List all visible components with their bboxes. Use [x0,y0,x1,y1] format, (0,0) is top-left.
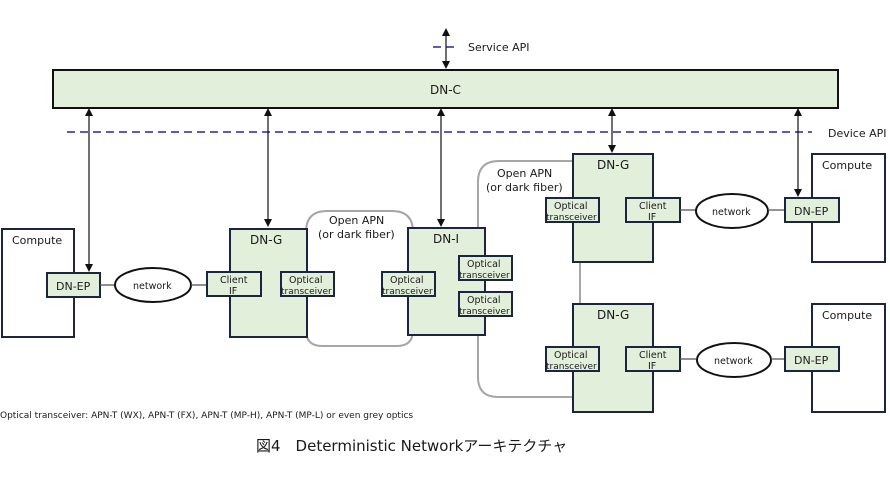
client-if-box-left [206,271,262,297]
open-apn-line2-right: (or dark fiber) [486,181,563,194]
optical-line2-dn-g-left: transceiver [281,287,332,297]
network-label-right-top: network [712,207,751,218]
optical-box-dn-g-right-bottom [545,346,600,372]
dn-g-label-left: DN-G [250,233,282,247]
optical-box-dn-g-left [280,271,335,297]
optical-box-dn-g-right-top [545,197,600,223]
dn-ep-label-right-bottom: DN-EP [794,354,829,367]
dn-ep-label-left: DN-EP [56,280,91,293]
client-if-line2-left: IF [229,286,237,297]
dn-ep-box-right-top [784,197,840,223]
open-apn-line1-left: Open APN [329,214,384,227]
compute-label-right-bottom: Compute [822,309,872,322]
open-apn-line2-left: (or dark fiber) [318,228,395,241]
dn-c-controller-box [52,69,839,109]
client-if-line1-right-bottom: Client [639,350,667,361]
optical-line1-dn-i-right-bottom: Optical [467,295,501,306]
client-if-line2-right-top: IF [648,212,656,223]
open-apn-line1-right: Open APN [497,167,552,180]
client-if-line1-right-top: Client [639,201,667,212]
optical-line2-dn-i-right-top: transceiver [459,271,510,281]
network-ellipse-right-bottom [696,342,772,378]
client-if-line1-left: Client [220,275,248,286]
network-ellipse-right-top [695,193,769,229]
optical-line2-dn-i-left: transceiver [382,287,433,297]
dn-c-label: DN-C [430,83,461,97]
figure-caption: 図4 Deterministic Networkアーキテクチャ [256,437,567,455]
network-label-left: network [133,281,172,292]
optical-box-dn-i-left [381,271,436,297]
optical-line1-dn-i-left: Optical [390,275,424,286]
optical-line1-dn-g-right-bottom: Optical [554,350,588,361]
open-apn-right-fiber [477,160,573,398]
optical-line2-dn-i-right-bottom: transceiver [459,307,510,317]
optical-line2-dn-g-right-top: transceiver [546,213,597,223]
device-api-label: Device API [828,127,887,140]
optical-line1-dn-g-right-top: Optical [554,201,588,212]
network-label-right-bottom: network [714,356,753,367]
optical-line1-dn-i-right-top: Optical [467,259,501,270]
optical-box-dn-i-right-bottom [458,291,513,317]
optical-line1-dn-g-left: Optical [289,275,323,286]
optical-line2-dn-g-right-bottom: transceiver [546,362,597,372]
compute-label-left: Compute [12,234,62,247]
compute-box-right-bottom [811,303,886,413]
compute-label-right-top: Compute [822,159,872,172]
dn-g-label-right-bottom: DN-G [597,308,629,322]
service-api-label: Service API [468,41,530,54]
dn-i-label: DN-I [433,232,459,246]
dn-ep-label-right-top: DN-EP [794,205,829,218]
dn-g-label-right-top: DN-G [597,158,629,172]
client-if-line2-right-bottom: IF [648,361,656,372]
optical-box-dn-i-right-top [458,255,513,281]
dn-ep-box-right-bottom [784,346,840,372]
footnote: Optical transceiver: APN-T (WX), APN-T (… [0,411,413,421]
